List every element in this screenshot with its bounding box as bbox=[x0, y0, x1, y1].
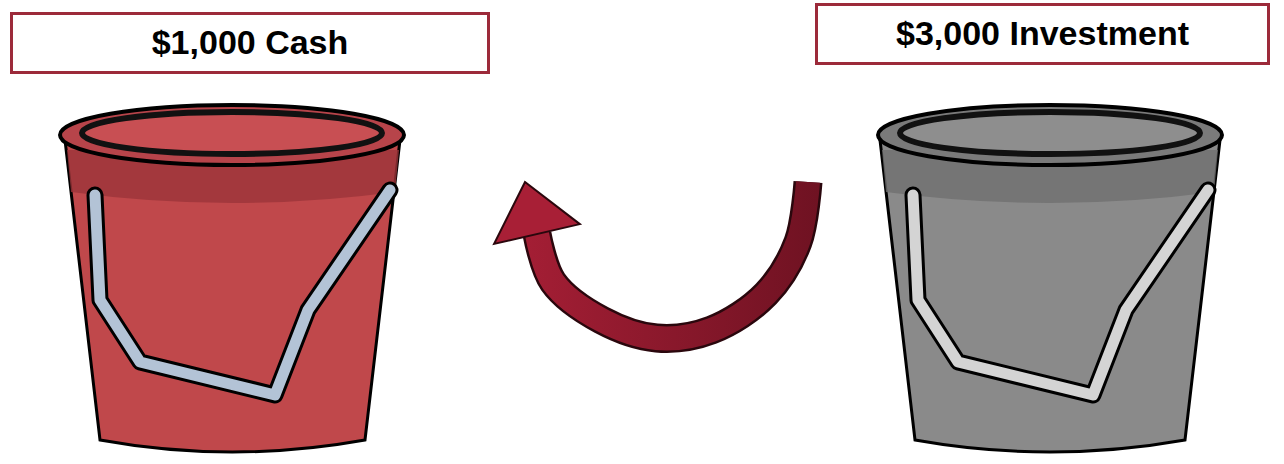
flow-arrow bbox=[494, 182, 808, 338]
arrow-shaft bbox=[537, 182, 808, 338]
bucket-handle bbox=[913, 190, 1208, 395]
arrow-outline bbox=[537, 182, 808, 338]
bucket-group: $1,000 Cash bbox=[5, 5, 525, 460]
bucket-inside bbox=[82, 112, 382, 154]
bucket-rim bbox=[878, 105, 1222, 165]
grey-bucket bbox=[878, 105, 1222, 452]
bucket-label: $1,000 Cash bbox=[152, 24, 349, 61]
bucket-label: $3,000 Investment bbox=[896, 15, 1189, 52]
label-box: $3,000 Investment bbox=[815, 3, 1270, 65]
label-box: $1,000 Cash bbox=[10, 12, 490, 74]
bucket-handle bbox=[95, 190, 390, 395]
bucket-handle bbox=[913, 190, 1208, 395]
bucket-body bbox=[880, 140, 1220, 452]
bucket-body bbox=[65, 140, 400, 452]
bucket-rim bbox=[60, 105, 404, 165]
bucket-handle bbox=[95, 190, 390, 395]
bucket-group: $3,000 Investment bbox=[808, 0, 1280, 462]
arrow-head bbox=[494, 182, 580, 244]
red-bucket bbox=[60, 105, 404, 452]
bucket-inside bbox=[900, 112, 1200, 154]
